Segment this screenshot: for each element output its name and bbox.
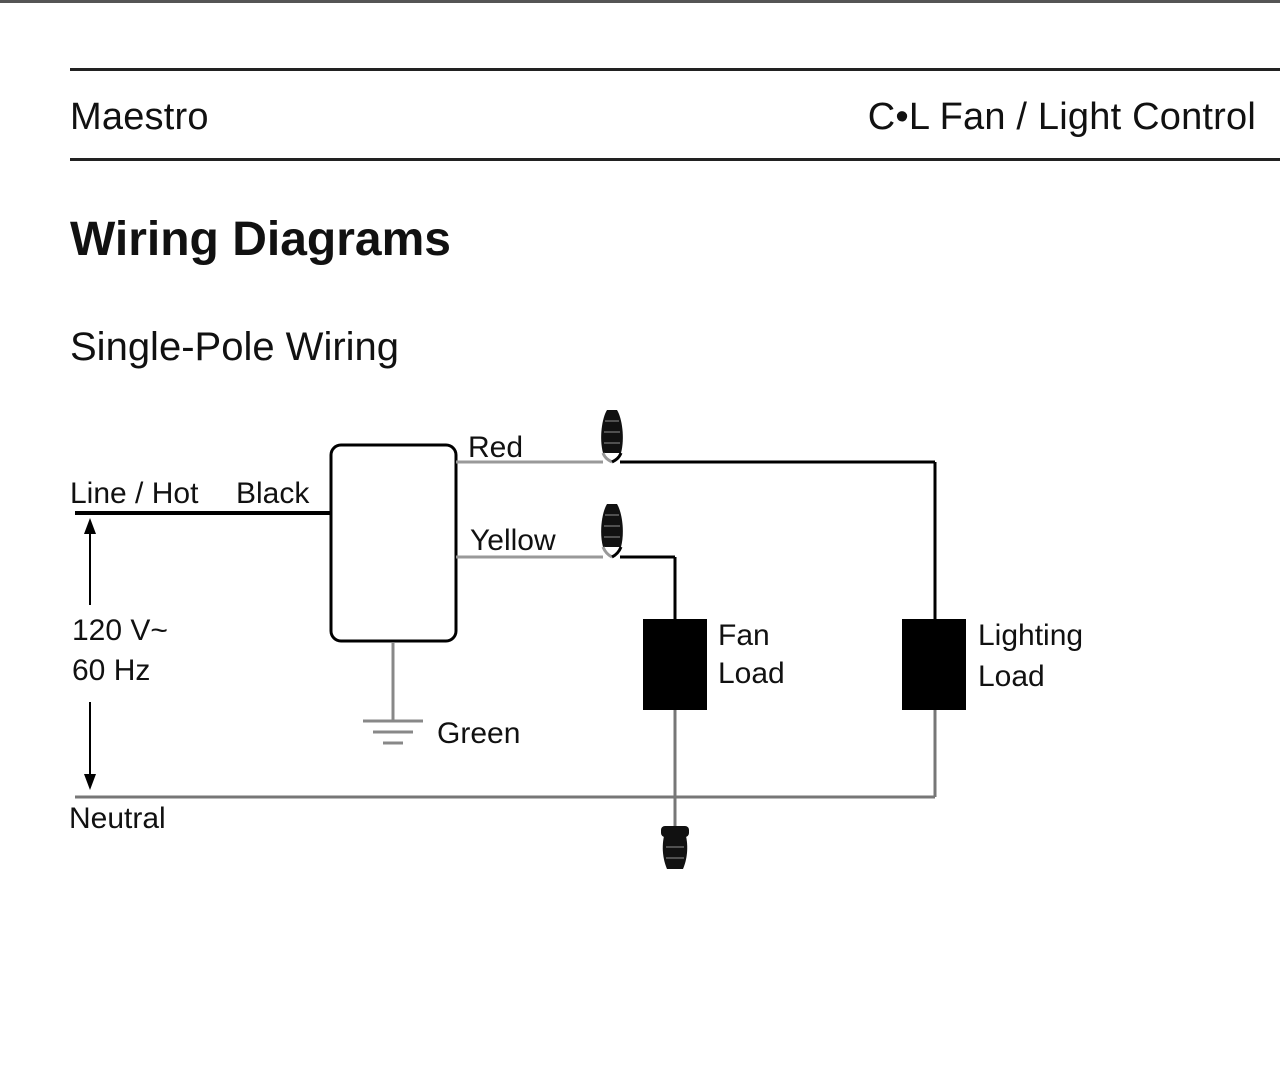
label-black: Black: [236, 477, 310, 510]
page-title: Wiring Diagrams: [70, 213, 451, 266]
yellow-wire: [456, 555, 677, 620]
header-bottom-rule: [70, 158, 1280, 161]
wire-nut-icon: [601, 410, 623, 464]
fan-load-block: [643, 619, 707, 710]
label-fan-load-line1: Fan: [718, 619, 770, 652]
label-lighting-load-line1: Lighting: [978, 619, 1083, 652]
label-voltage: 120 V~: [72, 614, 168, 647]
wire-nut-icon: [601, 504, 623, 559]
section-title: Single-Pole Wiring: [70, 325, 400, 369]
label-fan-load-line2: Load: [718, 657, 785, 690]
header-top-rule: [70, 68, 1280, 71]
header-product: C•L Fan / Light Control: [867, 96, 1256, 138]
red-wire: [456, 460, 937, 620]
label-line-hot: Line / Hot: [70, 477, 199, 510]
wire-nut-icon: [661, 826, 689, 869]
label-neutral: Neutral: [69, 802, 166, 835]
voltage-arrow: [84, 518, 96, 790]
label-lighting-load-line2: Load: [978, 660, 1045, 693]
label-frequency: 60 Hz: [72, 654, 150, 687]
label-red: Red: [468, 431, 523, 464]
control-device: [329, 443, 458, 643]
ground-symbol: [363, 643, 423, 745]
lighting-load-block: [902, 619, 966, 710]
header-brand: Maestro: [70, 96, 209, 138]
neutral-wire: [75, 708, 937, 835]
top-edge-line: [0, 0, 1280, 3]
label-green: Green: [437, 717, 520, 750]
label-yellow: Yellow: [470, 524, 556, 557]
